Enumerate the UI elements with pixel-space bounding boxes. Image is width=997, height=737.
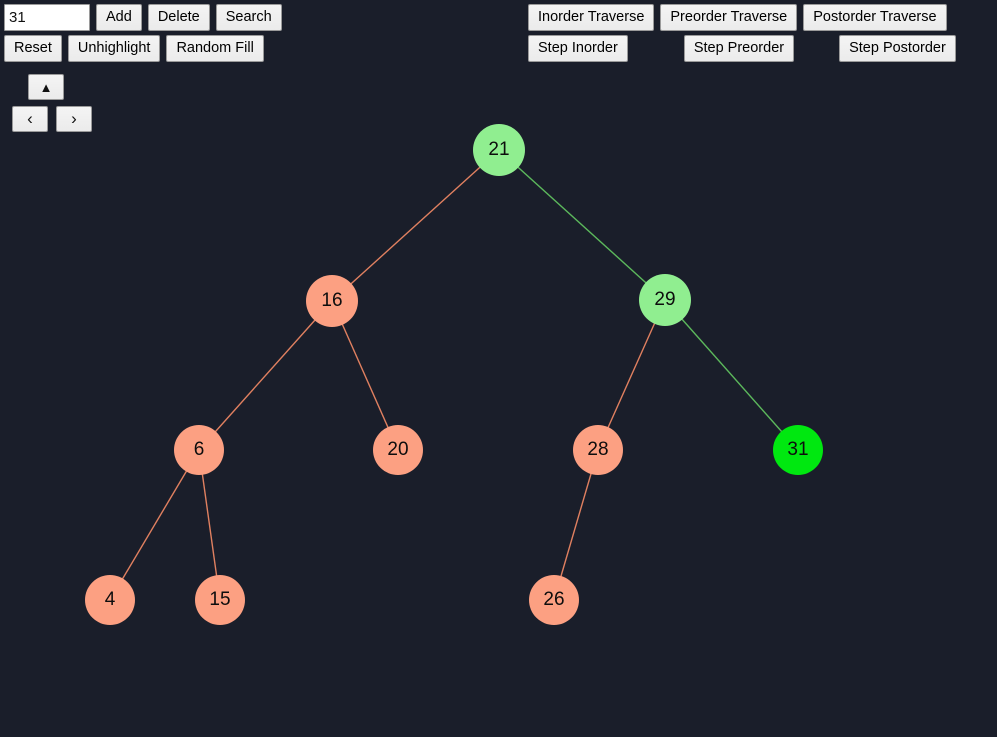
chevron-right-icon: › <box>71 109 77 128</box>
toolbar-secondary-row: Reset Unhighlight Random Fill <box>4 35 504 62</box>
chevron-left-icon: ‹ <box>27 109 33 128</box>
tree-node-4[interactable]: 4 <box>85 575 135 625</box>
tree-node-label: 15 <box>209 589 231 610</box>
tree-node-label: 6 <box>193 439 205 460</box>
tree-edge <box>109 449 200 601</box>
value-input[interactable] <box>4 4 90 31</box>
triangle-up-icon: ▲ <box>39 79 53 95</box>
postorder-traverse-button[interactable]: Postorder Traverse <box>803 4 947 31</box>
tree-node-label: 26 <box>543 589 565 610</box>
tree-node-28[interactable]: 28 <box>573 425 623 475</box>
toolbar-left: Add Delete Search Reset Unhighlight Rand… <box>4 4 504 66</box>
tree-edge <box>331 300 399 451</box>
tree-node-label: 4 <box>104 589 116 610</box>
toolbar-primary-row: Add Delete Search <box>4 4 504 31</box>
tree-node-label: 20 <box>387 439 409 460</box>
tree-node-20[interactable]: 20 <box>373 425 423 475</box>
inorder-traverse-button[interactable]: Inorder Traverse <box>528 4 655 31</box>
preorder-traverse-button[interactable]: Preorder Traverse <box>660 4 798 31</box>
step-inorder-button[interactable]: Step Inorder <box>528 35 628 62</box>
tree-edge <box>597 299 666 451</box>
nav-up-button[interactable]: ▲ <box>28 74 64 100</box>
tree-edge <box>664 299 799 451</box>
search-button[interactable]: Search <box>215 4 282 31</box>
nav-right-button[interactable]: › <box>56 106 92 132</box>
nav-left-button[interactable]: ‹ <box>12 106 48 132</box>
tree-node-15[interactable]: 15 <box>195 575 245 625</box>
tree-edge <box>498 149 666 301</box>
delete-button[interactable]: Delete <box>147 4 210 31</box>
reset-button[interactable]: Reset <box>4 35 62 62</box>
unhighlight-button[interactable]: Unhighlight <box>67 35 161 62</box>
random-fill-button[interactable]: Random Fill <box>166 35 264 62</box>
step-postorder-button[interactable]: Step Postorder <box>839 35 956 62</box>
tree-node-label: 31 <box>787 439 809 460</box>
nav-pad: ▲ ‹ › <box>12 74 102 138</box>
add-button[interactable]: Add <box>96 4 142 31</box>
tree-node-29[interactable]: 29 <box>639 274 691 326</box>
tree-node-label: 21 <box>488 139 510 160</box>
tree-edge <box>553 449 599 601</box>
step-preorder-button[interactable]: Step Preorder <box>683 35 795 62</box>
nav-pad-top-row: ▲ <box>12 74 102 100</box>
tree-node-label: 16 <box>321 290 343 311</box>
tree-node-26[interactable]: 26 <box>529 575 579 625</box>
tree-node-16[interactable]: 16 <box>306 275 358 327</box>
toolbar-traverse-row: Inorder Traverse Preorder Traverse Posto… <box>528 4 997 31</box>
nav-pad-bottom-row: ‹ › <box>12 106 102 132</box>
tree-node-31[interactable]: 31 <box>773 425 823 475</box>
toolbar-right: Inorder Traverse Preorder Traverse Posto… <box>528 4 997 66</box>
toolbar-step-row: Step Inorder Step Preorder Step Postorde… <box>528 35 997 62</box>
tree-edge <box>331 149 500 302</box>
tree-node-21[interactable]: 21 <box>473 124 525 176</box>
tree-edge <box>198 300 333 451</box>
tree-node-label: 28 <box>587 439 609 460</box>
tree-node-6[interactable]: 6 <box>174 425 224 475</box>
tree-node-label: 29 <box>654 289 676 310</box>
